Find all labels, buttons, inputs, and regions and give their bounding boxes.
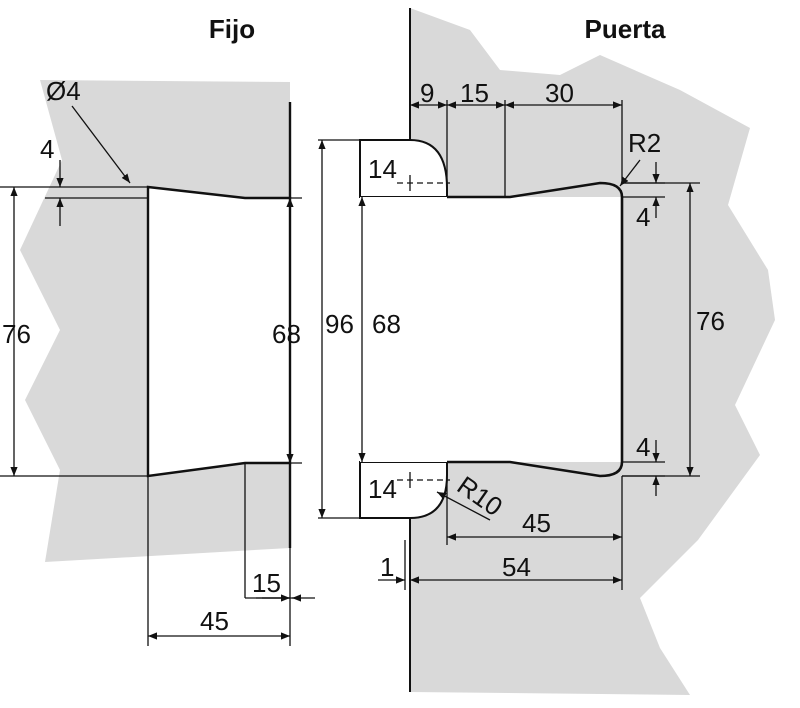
door-top-left-label: 9 — [420, 78, 434, 108]
title-fijo: Fijo — [209, 14, 255, 44]
door-notch-bottom-label: 14 — [368, 474, 397, 504]
door-edge-top-label: 4 — [636, 202, 650, 232]
door-corner-radius-label: R2 — [628, 128, 661, 158]
door-gap-label: 1 — [380, 552, 394, 582]
door-edge-bottom-label: 4 — [636, 432, 650, 462]
door-height-outer-label: 76 — [696, 306, 725, 336]
fixed-height-outer-label: 76 — [2, 319, 31, 349]
title-puerta: Puerta — [585, 14, 666, 44]
fixed-hole-leader — [71, 105, 131, 184]
fixed-width-label: 45 — [200, 606, 229, 636]
fixed-edge-offset-label: 4 — [40, 134, 54, 164]
door-notch-top-label: 14 — [368, 154, 397, 184]
door-hinge-outline — [447, 181, 624, 478]
door-height-total-label: 96 — [325, 309, 354, 339]
door-hinge-plate — [360, 197, 622, 462]
door-height-inner-label: 68 — [372, 309, 401, 339]
door-top-mid-label: 15 — [460, 78, 489, 108]
door-width-inner-label: 45 — [522, 508, 551, 538]
door-corner-radius-leader — [619, 159, 641, 187]
door-width-outer-label: 54 — [502, 552, 531, 582]
door-top-right-label: 30 — [545, 78, 574, 108]
fixed-hole-diameter-label: Ø4 — [46, 76, 81, 106]
fixed-hinge-body — [146, 185, 292, 478]
door-notch-radius-leader — [436, 491, 491, 521]
fixed-depth-label: 15 — [252, 568, 281, 598]
fixed-height-inner-label: 68 — [272, 319, 301, 349]
